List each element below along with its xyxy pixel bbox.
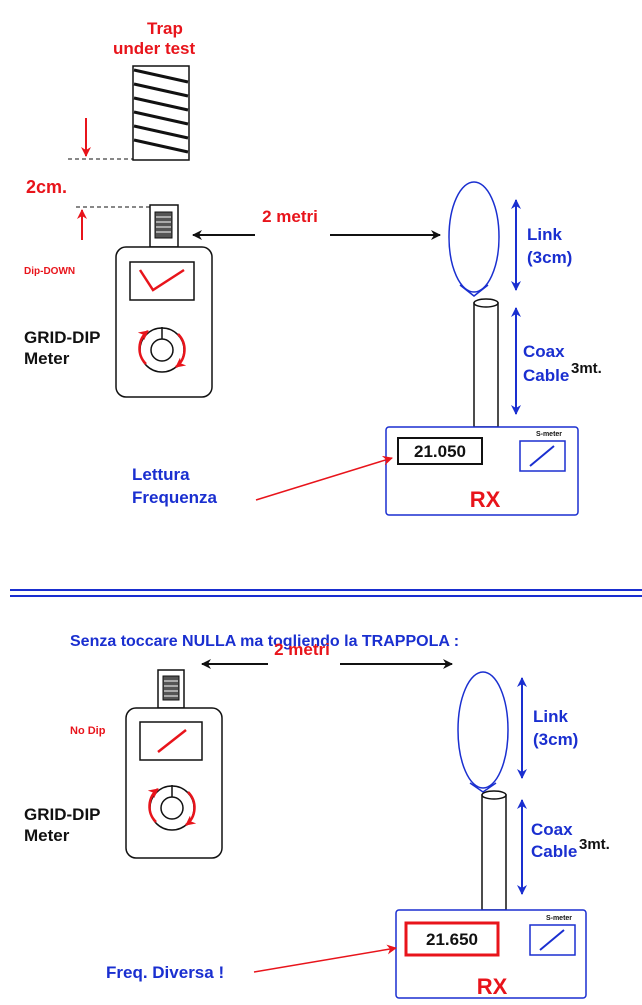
link-label-top-line2: (3cm) xyxy=(527,248,572,267)
rx-box-top xyxy=(385,426,579,516)
coax-cable-top xyxy=(473,298,499,428)
coax-cable-bottom xyxy=(481,790,507,911)
note-top-line2: Frequenza xyxy=(132,488,218,507)
link-label-top-line1: Link xyxy=(527,225,562,244)
link-label-bottom-line1: Link xyxy=(533,707,568,726)
trap-label-line1: Trap xyxy=(147,19,183,38)
note-arrow-top xyxy=(255,455,393,501)
meter-label-top-line2: Meter xyxy=(24,349,70,368)
meter-label-top-line1: GRID-DIP xyxy=(24,328,101,347)
coax-label-top-line2: Cable xyxy=(523,366,569,385)
dip-status-bottom: No Dip xyxy=(70,725,106,737)
coax-label-bottom-line2: Cable xyxy=(531,842,577,861)
coax-length-bottom: 3mt. xyxy=(579,836,610,853)
trap-label-line2: under test xyxy=(113,39,196,58)
dip-status-top: Dip-DOWN xyxy=(24,266,75,277)
note-arrow-bottom xyxy=(253,944,397,973)
coax-label-bottom-line1: Coax xyxy=(531,820,573,839)
note-top-line1: Lettura xyxy=(132,465,190,484)
rx-box-bottom xyxy=(395,909,587,999)
smeter-label-bottom: S-meter xyxy=(546,915,572,922)
link-loop-top xyxy=(448,181,500,297)
meter-label-bottom-line2: Meter xyxy=(24,826,70,845)
coax-length-top: 3mt. xyxy=(571,360,602,377)
distance-label-bottom: 2 metri xyxy=(274,640,330,659)
link-label-bottom-line2: (3cm) xyxy=(533,730,578,749)
caption: Senza toccare NULLA ma togliendo la TRAP… xyxy=(70,633,459,650)
frequency-readout-top: 21.050 xyxy=(414,442,466,461)
rx-label-bottom: RX xyxy=(477,974,508,999)
smeter-label-top: S-meter xyxy=(536,431,562,438)
note-bottom: Freq. Diversa ! xyxy=(106,963,224,982)
link-loop-bottom xyxy=(457,671,509,793)
trap-coil xyxy=(132,65,190,161)
grid-dip-meter-bottom xyxy=(125,669,223,859)
gap-label: 2cm. xyxy=(26,177,67,197)
meter-label-bottom-line1: GRID-DIP xyxy=(24,805,101,824)
gap-marker xyxy=(68,118,150,240)
grid-dip-meter-top xyxy=(115,204,213,398)
rx-label-top: RX xyxy=(470,487,501,512)
coax-label-top-line1: Coax xyxy=(523,342,565,361)
frequency-readout-bottom: 21.650 xyxy=(426,930,478,949)
distance-label-top: 2 metri xyxy=(262,207,318,226)
